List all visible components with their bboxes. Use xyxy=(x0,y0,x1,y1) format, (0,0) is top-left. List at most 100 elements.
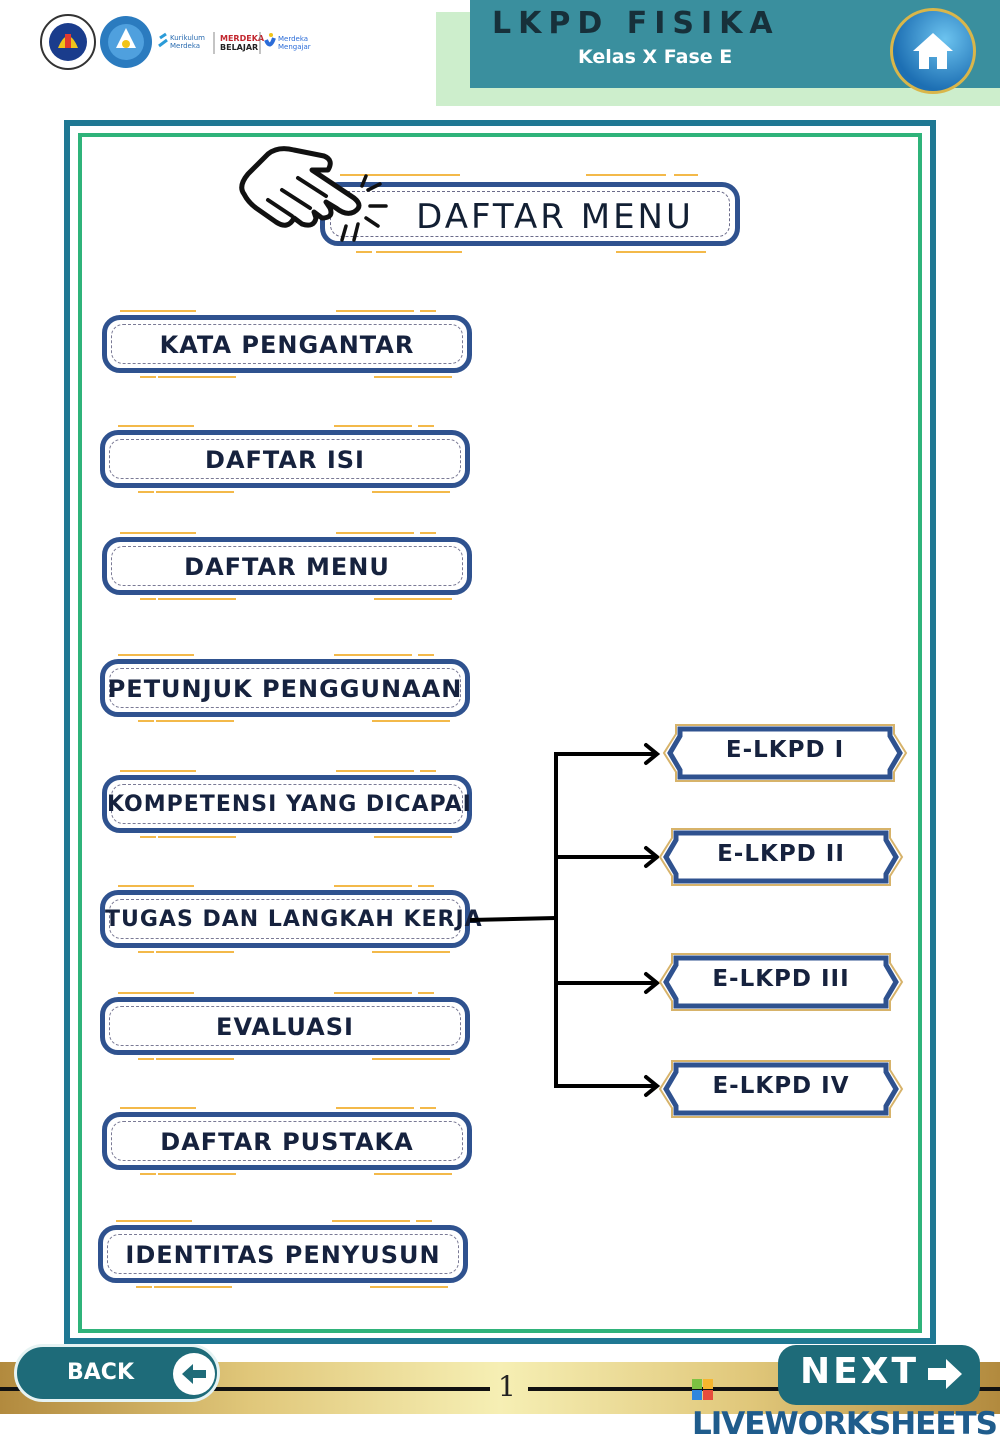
dashed-border xyxy=(111,324,463,364)
arrow-to-e-lkpd-2 xyxy=(554,846,661,868)
decor-line xyxy=(156,1058,234,1060)
menu-item-label: PETUNJUK PENGGUNAAN xyxy=(107,675,463,703)
pointing-hand-icon xyxy=(238,146,398,246)
dashed-border xyxy=(109,1006,461,1046)
decor-line xyxy=(334,992,412,994)
menu-item-petunjuk-penggunaan[interactable]: PETUNJUK PENGGUNAAN xyxy=(100,659,470,717)
menu-item-daftar-isi[interactable]: DAFTAR ISI xyxy=(100,430,470,488)
decor-line xyxy=(138,491,154,493)
decor-line xyxy=(372,491,450,493)
e-lkpd-label: E-LKPD IV xyxy=(712,1073,850,1099)
svg-text:Merdeka: Merdeka xyxy=(278,35,308,43)
back-button[interactable]: BACK xyxy=(14,1344,220,1402)
decor-line xyxy=(332,1220,410,1222)
decor-line xyxy=(336,532,414,534)
tut-wuri-handayani-logo xyxy=(100,16,152,68)
decor-line xyxy=(120,532,196,534)
watermark-text: LIVEWORKSHEETS xyxy=(692,1406,998,1442)
decor-line xyxy=(120,310,196,312)
page-title: DAFTAR MENU xyxy=(416,197,694,237)
menu-item-label: TUGAS DAN LANGKAH KERJA xyxy=(105,907,483,932)
ornate-frame xyxy=(658,828,904,886)
arrow-left-icon xyxy=(173,1353,215,1395)
decor-line xyxy=(376,251,462,253)
e-lkpd-2-button[interactable]: E-LKPD II xyxy=(658,826,904,888)
dashed-border xyxy=(111,546,463,586)
decor-line xyxy=(374,598,452,600)
decor-line xyxy=(140,598,156,600)
menu-item-daftar-menu[interactable]: DAFTAR MENU xyxy=(102,537,472,595)
page-frame-outer xyxy=(64,120,936,1344)
decor-line xyxy=(374,376,452,378)
decor-line xyxy=(616,251,706,253)
home-button[interactable] xyxy=(890,8,976,94)
decor-line xyxy=(372,951,450,953)
decor-line xyxy=(416,1220,432,1222)
arrow-to-e-lkpd-1 xyxy=(554,743,661,765)
page-number: 1 xyxy=(498,1370,516,1403)
decor-line xyxy=(158,598,236,600)
e-lkpd-4-button[interactable]: E-LKPD IV xyxy=(658,1058,904,1120)
decor-line xyxy=(334,885,412,887)
decor-line xyxy=(136,1286,152,1288)
decor-line xyxy=(336,1107,414,1109)
svg-text:Mengajar: Mengajar xyxy=(278,43,311,51)
arrow-to-e-lkpd-3 xyxy=(554,972,661,994)
next-button[interactable]: NEXT xyxy=(778,1345,980,1405)
decor-line xyxy=(120,770,196,772)
ornate-frame xyxy=(662,724,908,782)
menu-item-label: DAFTAR MENU xyxy=(184,553,390,581)
menu-item-daftar-pustaka[interactable]: DAFTAR PUSTAKA xyxy=(102,1112,472,1170)
next-label: NEXT xyxy=(800,1351,920,1392)
arrow-right-icon xyxy=(926,1357,964,1395)
decor-line xyxy=(336,310,414,312)
e-lkpd-1-button[interactable]: E-LKPD I xyxy=(662,722,908,784)
decor-line xyxy=(372,720,450,722)
menu-item-kompetensi-yang-dicapai[interactable]: KOMPETENSI YANG DICAPAI xyxy=(102,775,472,833)
unp-logo xyxy=(40,14,96,70)
menu-item-kata-pengantar[interactable]: KATA PENGANTAR xyxy=(102,315,472,373)
decor-line xyxy=(156,951,234,953)
ornate-frame xyxy=(658,1060,904,1118)
decor-line xyxy=(140,836,156,838)
svg-text:BELAJAR: BELAJAR xyxy=(220,43,258,52)
ornate-frame xyxy=(658,953,904,1011)
menu-item-label: DAFTAR PUSTAKA xyxy=(160,1128,414,1156)
decor-line xyxy=(336,770,414,772)
decor-line xyxy=(370,1286,448,1288)
decor-line xyxy=(138,1058,154,1060)
menu-item-tugas-dan-langkah-kerja[interactable]: TUGAS DAN LANGKAH KERJA xyxy=(100,890,483,948)
menu-item-label: DAFTAR ISI xyxy=(205,446,365,474)
merdeka-belajar-logo: MERDEKA BELAJAR xyxy=(220,32,265,54)
decor-line xyxy=(154,1286,232,1288)
liveworksheets-logo-icon xyxy=(692,1378,713,1400)
decor-line xyxy=(418,654,434,656)
menu-item-evaluasi[interactable]: EVALUASI xyxy=(100,997,470,1055)
e-lkpd-label: E-LKPD II xyxy=(717,841,845,867)
menu-item-label: EVALUASI xyxy=(216,1013,354,1041)
kurikulum-merdeka-logo: Kurikulum Merdeka xyxy=(158,32,215,54)
decor-line xyxy=(334,654,412,656)
dashed-border xyxy=(107,1234,459,1274)
menu-item-label: KOMPETENSI YANG DICAPAI xyxy=(107,792,472,817)
decor-line xyxy=(374,836,452,838)
header-title: LKPD FISIKA xyxy=(492,6,780,41)
connector-arrows xyxy=(469,743,661,1097)
decor-line xyxy=(116,1220,192,1222)
dashed-border xyxy=(111,784,463,824)
decor-line xyxy=(118,425,194,427)
e-lkpd-3-button[interactable]: E-LKPD III xyxy=(658,951,904,1013)
decor-line xyxy=(138,720,154,722)
connector-stem xyxy=(469,916,557,922)
e-lkpd-label: E-LKPD III xyxy=(712,966,850,992)
decor-line xyxy=(334,425,412,427)
svg-text:MERDEKA: MERDEKA xyxy=(220,34,265,43)
decor-line xyxy=(118,992,194,994)
decor-line xyxy=(418,992,434,994)
dashed-border xyxy=(109,439,461,479)
page-title-box: DAFTAR MENU xyxy=(320,182,740,246)
decor-line xyxy=(340,174,460,176)
decor-line xyxy=(120,1107,196,1109)
menu-item-label: KATA PENGANTAR xyxy=(159,331,415,359)
menu-item-identitas-penyusun[interactable]: IDENTITAS PENYUSUN xyxy=(98,1225,468,1283)
